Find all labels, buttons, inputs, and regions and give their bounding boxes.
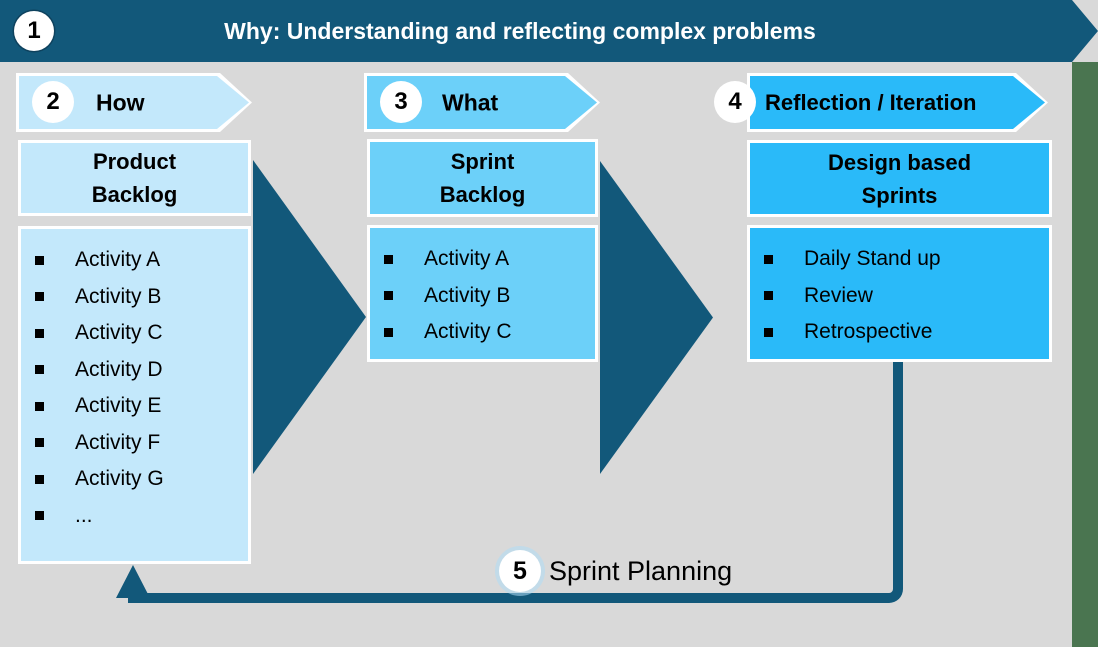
list-item: Activity C xyxy=(21,315,248,352)
bullet-icon xyxy=(35,401,44,411)
bullet-icon xyxy=(35,255,44,265)
bullet-icon xyxy=(35,511,44,521)
list-item-label: ... xyxy=(75,503,93,527)
list-item-label: Activity B xyxy=(424,283,511,307)
step-2-badge: 2 xyxy=(32,81,74,123)
sprint-planning-label: Sprint Planning xyxy=(549,556,733,586)
list-item-label: Activity A xyxy=(75,248,161,272)
sprint-backlog-line1: Sprint xyxy=(450,149,515,174)
list-item-label: Activity C xyxy=(75,321,163,345)
loop-arrowhead-icon xyxy=(116,565,150,598)
list-item: Retrospective xyxy=(750,314,1049,351)
list-item-label: Retrospective xyxy=(804,320,933,344)
list-item: Review xyxy=(750,278,1049,315)
step-3-badge: 3 xyxy=(380,81,422,123)
design-sprints-list: Daily Stand up Review Retrospective xyxy=(747,225,1052,362)
why-banner-arrow: Why: Understanding and reflecting comple… xyxy=(0,0,1098,62)
design-based-sprints-box: Design based Sprints xyxy=(747,140,1052,217)
list-item: Activity E xyxy=(21,388,248,425)
product-backlog-box: Product Backlog xyxy=(18,140,251,216)
list-item-label: Review xyxy=(804,283,873,307)
design-sprints-line2: Sprints xyxy=(861,182,938,208)
product-backlog-line1: Product xyxy=(92,149,177,174)
bullet-icon xyxy=(35,438,44,448)
how-header-arrow: 2 How xyxy=(16,73,252,132)
bullet-icon xyxy=(764,327,773,337)
banner-title: Why: Understanding and reflecting comple… xyxy=(224,17,816,44)
reflection-header-label: Reflection / Iteration xyxy=(765,89,977,115)
list-item: ... xyxy=(21,498,248,535)
what-header-label: What xyxy=(442,89,499,115)
step-5-badge: 5 xyxy=(499,550,541,592)
list-item-label: Daily Stand up xyxy=(804,247,941,271)
bullet-icon xyxy=(35,474,44,484)
list-item: Activity B xyxy=(370,278,595,315)
list-item-label: Activity C xyxy=(424,320,512,344)
bullet-icon xyxy=(35,365,44,375)
product-backlog-line2: Backlog xyxy=(91,182,178,207)
list-item-label: Activity B xyxy=(75,284,162,308)
list-item: Daily Stand up xyxy=(750,241,1049,278)
step-1-badge: 1 xyxy=(14,11,54,51)
bullet-icon xyxy=(764,254,773,264)
right-edge-strip xyxy=(1072,62,1098,647)
sprint-backlog-box: Sprint Backlog xyxy=(367,139,598,217)
list-item: Activity B xyxy=(21,279,248,316)
sprint-backlog-list: Activity A Activity B Activity C xyxy=(367,225,598,362)
list-item: Activity F xyxy=(21,425,248,462)
sprint-planning-loop-connector xyxy=(128,362,903,603)
list-item-label: Activity A xyxy=(424,247,510,271)
bullet-icon xyxy=(35,328,44,338)
list-item: Activity A xyxy=(370,241,595,278)
list-item-label: Activity E xyxy=(75,394,162,418)
bullet-icon xyxy=(384,291,393,301)
bullet-icon xyxy=(764,291,773,301)
bullet-icon xyxy=(384,254,393,264)
sprint-backlog-line2: Backlog xyxy=(439,182,526,207)
product-backlog-list: Activity A Activity B Activity C Activit… xyxy=(18,226,251,564)
bullet-icon xyxy=(35,292,44,302)
bullet-icon xyxy=(384,327,393,337)
reflection-arrow-fill xyxy=(750,76,1045,129)
list-item: Activity A xyxy=(21,242,248,279)
step-4-badge: 4 xyxy=(714,81,756,123)
design-sprints-line1: Design based xyxy=(827,149,972,175)
how-header-label: How xyxy=(96,89,145,115)
what-header-arrow: 3 What xyxy=(364,73,600,132)
list-item-label: Activity F xyxy=(75,430,161,454)
reflection-header-arrow: 4 Reflection / Iteration xyxy=(714,73,1048,132)
list-item-label: Activity G xyxy=(75,467,164,491)
list-item: Activity G xyxy=(21,461,248,498)
list-item: Activity C xyxy=(370,314,595,351)
